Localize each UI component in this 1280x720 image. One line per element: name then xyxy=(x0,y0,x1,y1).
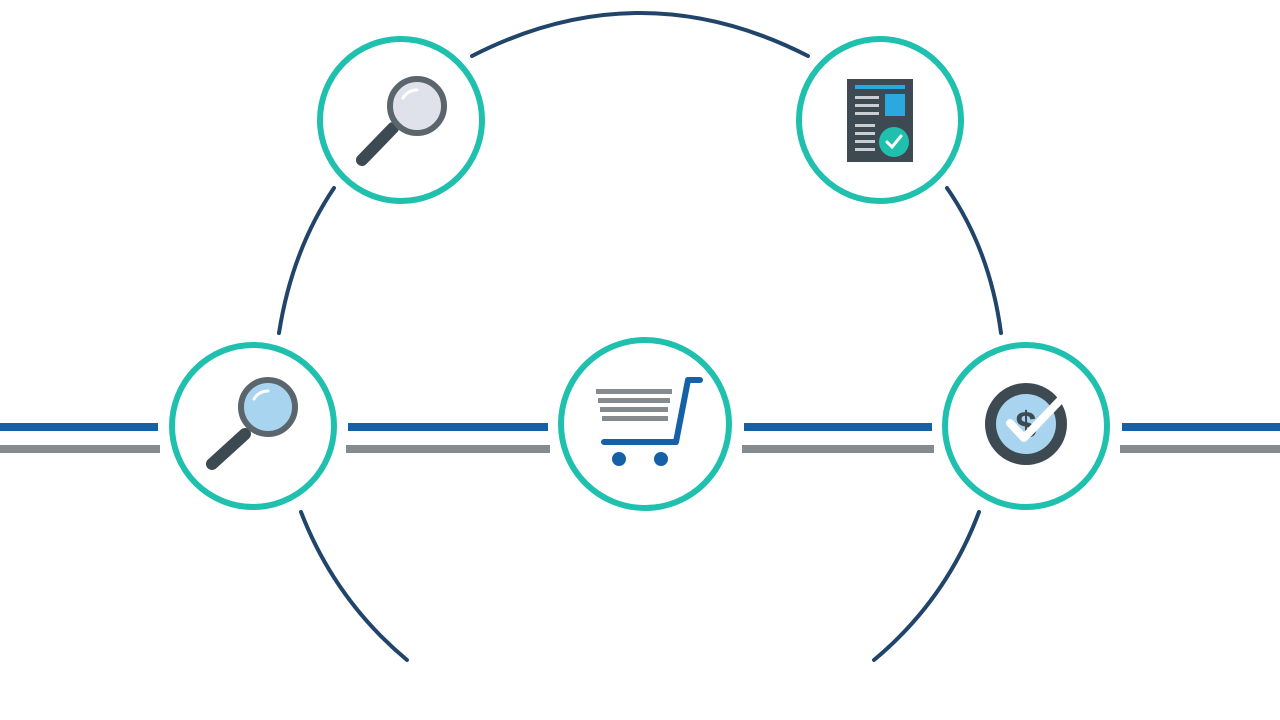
node-ring xyxy=(558,337,732,511)
coin-check-icon: $ xyxy=(985,383,1070,465)
node-payment: $ xyxy=(942,342,1110,510)
magnifier-gray-icon xyxy=(356,76,447,166)
timeline xyxy=(0,423,1280,453)
invoice-check-icon xyxy=(847,79,913,162)
arc-left-upper xyxy=(277,186,336,335)
cycle-arcs xyxy=(277,11,1003,662)
arc-top xyxy=(470,11,810,58)
arc-left-lower xyxy=(299,510,409,662)
arc-right-lower xyxy=(872,510,981,662)
arc-right-upper xyxy=(945,186,1003,335)
magnifier-blue-icon xyxy=(206,377,298,470)
shopping-cart-icon xyxy=(596,377,703,466)
node-research xyxy=(317,36,485,204)
node-purchase xyxy=(558,337,732,511)
node-invoice xyxy=(796,36,964,204)
node-search xyxy=(169,342,337,510)
